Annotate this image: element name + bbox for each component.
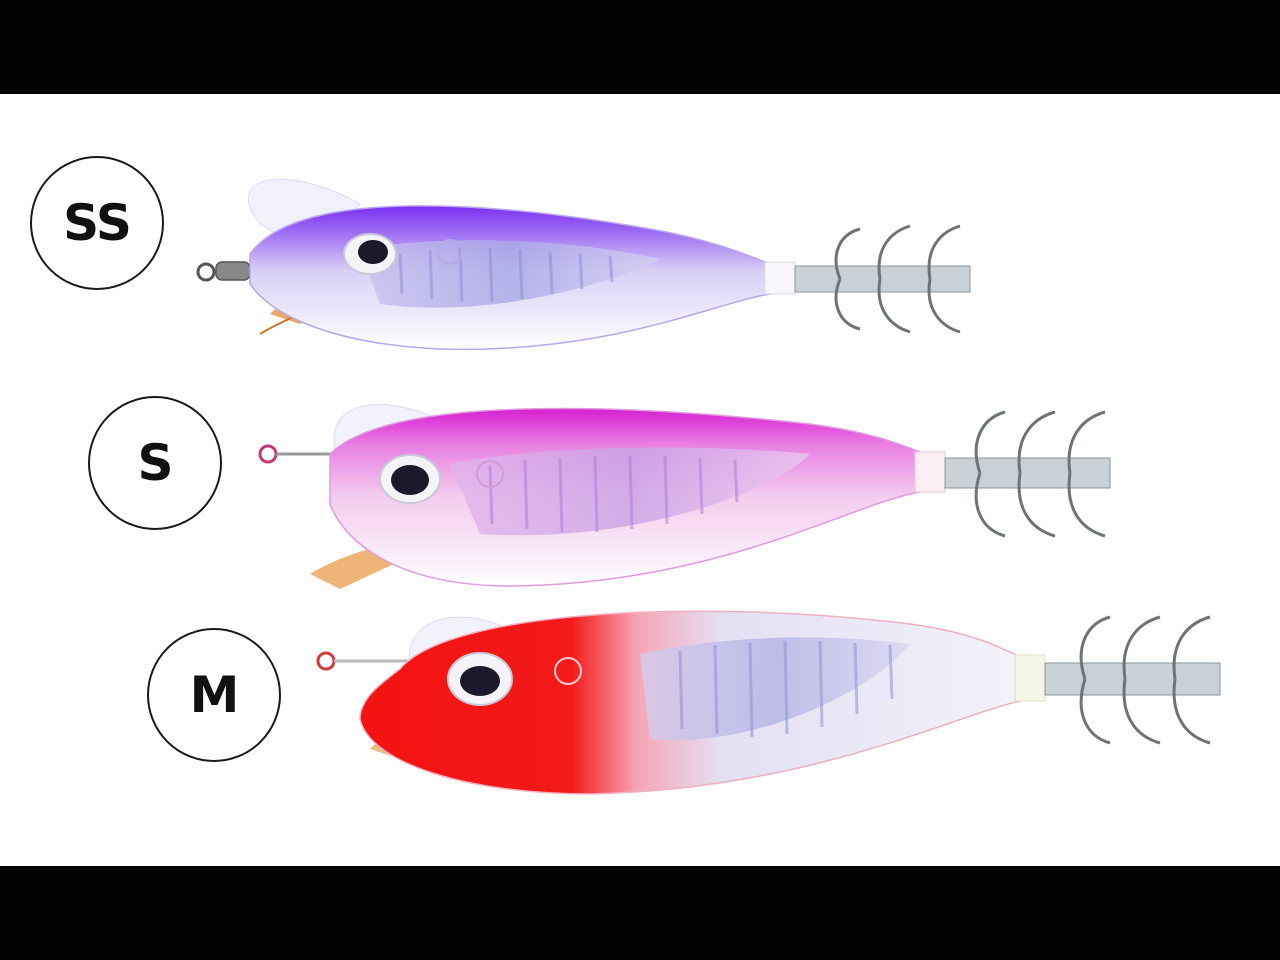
letterbox-top <box>0 0 1280 94</box>
size-badge-s-label: S <box>137 434 173 492</box>
size-badge-ss: SS <box>30 156 164 290</box>
size-badge-m: M <box>147 628 281 762</box>
squid-jig-ss-purple <box>196 178 971 351</box>
squid-jig-s-pink <box>258 404 1111 589</box>
squid-jig-m-red <box>316 610 1221 795</box>
letterbox-bottom <box>0 866 1280 960</box>
size-badge-s: S <box>88 396 222 530</box>
size-badge-m-label: M <box>189 666 240 724</box>
size-badge-ss-label: SS <box>63 194 132 252</box>
product-photo: SS S M <box>0 94 1280 866</box>
